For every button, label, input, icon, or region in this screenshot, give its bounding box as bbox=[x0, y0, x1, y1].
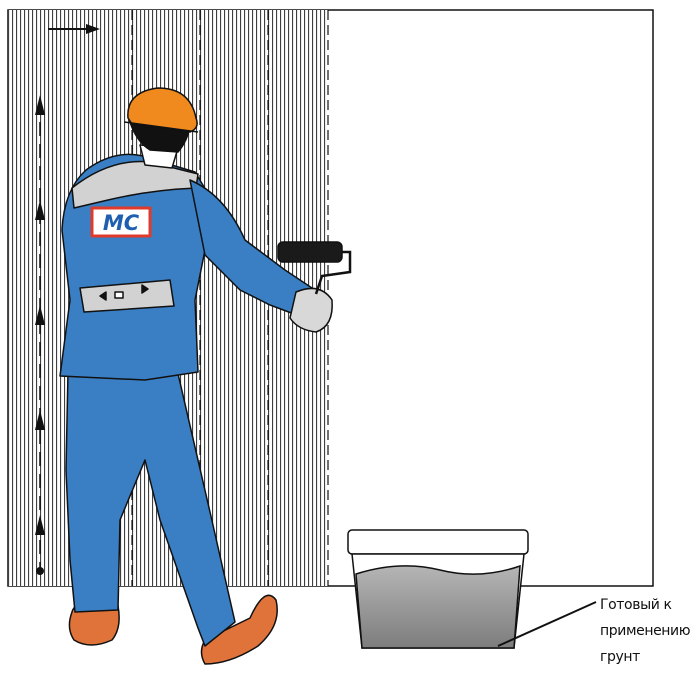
mc-logo: MC bbox=[92, 208, 150, 236]
caption-line-2: применению bbox=[600, 618, 696, 644]
caption-line-1: Готовый к bbox=[600, 592, 696, 618]
primer-caption: Готовый к применению грунт bbox=[600, 592, 696, 670]
caption-line-3: грунт bbox=[600, 644, 696, 670]
logo-text: MC bbox=[103, 211, 140, 235]
primer-bucket-icon bbox=[348, 530, 528, 648]
glove bbox=[290, 288, 332, 332]
